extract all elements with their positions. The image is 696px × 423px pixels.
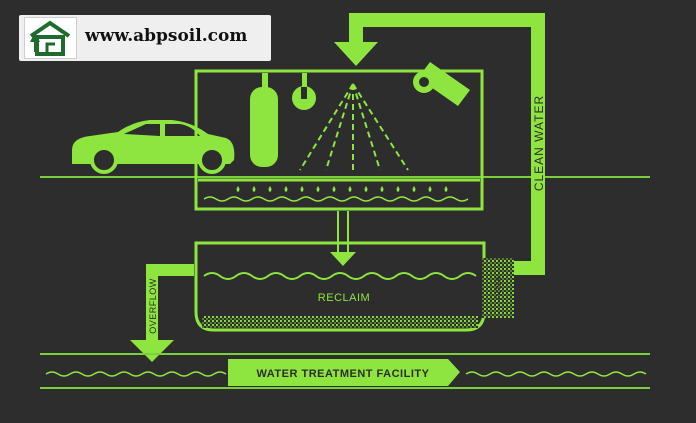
house-tree-icon [24,17,77,59]
channel-wave-left [45,371,227,377]
overflow-label: OVERFLOW [148,278,158,334]
reclaim-water-wave [203,272,477,280]
reclaim-label: RECLAIM [318,292,370,304]
logo-badge[interactable]: www.abpsoil.com [19,15,271,61]
bay-water-wave [203,196,469,202]
sludge-layer [202,316,478,328]
water-droplets [236,186,448,192]
clean-water-pipe [349,13,545,275]
clean-water-arrow [334,42,378,66]
spray-nozzle-icon [299,83,409,171]
filter-block [482,258,514,318]
water-treatment-label: WATER TREATMENT FACILITY [257,368,430,380]
filter-label: FILTER [496,276,503,300]
blower-icon [292,73,316,110]
wash-bay [194,69,484,211]
hose-pipe-icon [413,62,470,106]
overflow-arrow [130,340,174,362]
drain-arrow [330,211,356,266]
clean-water-label: CLEAN WATER [532,95,546,191]
overflow-pipe [146,264,194,340]
brush-roller-icon [250,73,278,167]
water-treatment-banner [228,359,460,386]
car-icon [72,120,235,174]
channel-wave-right [465,371,647,377]
site-url[interactable]: www.abpsoil.com [85,26,248,46]
